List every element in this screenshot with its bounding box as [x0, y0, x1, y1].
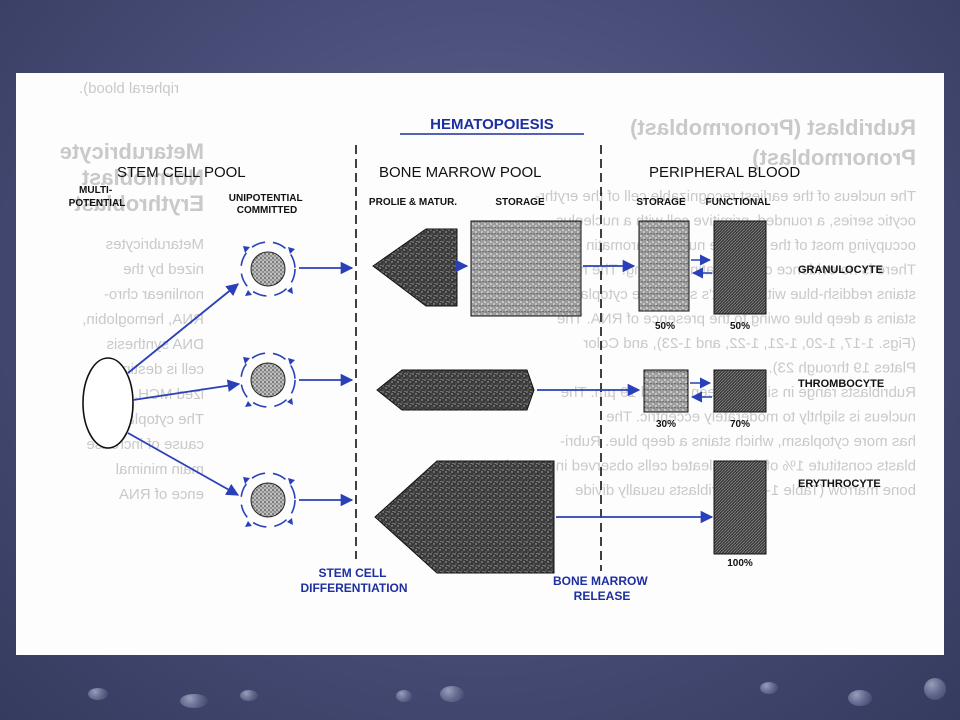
blood-functional-thrombocyte	[713, 369, 767, 413]
background-bubble	[240, 690, 258, 701]
cell-nucleus	[250, 362, 286, 398]
arrow-stem-to-thrombocyte-line	[132, 379, 241, 401]
background-bubble	[180, 694, 208, 708]
pct-granulocyte-storage: 50%	[655, 321, 675, 332]
multipotential-stem-cell	[82, 357, 134, 449]
background-bubble	[440, 686, 464, 702]
label-stem-diff-line2: DIFFERENTIATION	[300, 581, 407, 595]
label-stem-cell-differentiation: STEM CELL DIFFERENTIATION	[300, 566, 407, 595]
self-renewal-ring	[240, 352, 296, 408]
label-multipotential: MULTI- POTENTIAL	[69, 185, 126, 209]
slide-image: ripheral blood).Rubriblast (Pronormoblas…	[16, 73, 944, 655]
unipotential-cell-erythrocyte	[240, 472, 296, 528]
self-renewal-ring	[240, 472, 296, 528]
background-bubble	[924, 678, 946, 700]
label-multipotential-line2: POTENTIAL	[69, 198, 126, 209]
heading-peripheral-blood: PERIPHERAL BLOOD	[649, 164, 800, 181]
label-marrow-release-line2: RELEASE	[574, 589, 631, 603]
pct-erythrocyte-functional: 100%	[727, 558, 753, 569]
blood-functional-erythrocyte	[713, 460, 767, 555]
label-marrow-storage: STORAGE	[495, 197, 545, 208]
label-unipotential: UNIPOTENTIAL COMMITTED	[229, 193, 306, 216]
marrow-prolif-erythrocyte	[374, 460, 555, 574]
background-bubble	[396, 690, 412, 702]
unipotential-cell-thrombocyte	[240, 352, 296, 408]
marrow-prolif-granulocyte	[372, 228, 458, 307]
label-prolif-matur: PROLIE & MATUR.	[369, 197, 457, 208]
cell-nucleus	[250, 482, 286, 518]
cell-nucleus	[250, 251, 286, 287]
pct-granulocyte-functional: 50%	[730, 321, 750, 332]
background-bubble	[88, 688, 108, 700]
blood-functional-granulocyte	[713, 220, 767, 315]
label-multipotential-line1: MULTI-	[79, 185, 112, 196]
arrow-stem-to-granulocyte-line	[127, 283, 239, 374]
arrow-stem-to-erythrocyte-line	[127, 432, 240, 496]
pct-thrombocyte-storage: 30%	[656, 419, 676, 430]
unipotential-cell-granulocyte	[240, 241, 296, 297]
label-unipotential-line1: UNIPOTENTIAL	[229, 193, 303, 204]
blood-storage-granulocyte	[638, 220, 690, 312]
background-bubble	[848, 690, 872, 706]
hematopoiesis-diagram: HEMATOPOIESIS STEM CELL POOL BONE MARROW…	[69, 116, 885, 603]
cell-line-erythrocyte: ERYTHROCYTE	[798, 478, 881, 490]
label-stem-diff-line1: STEM CELL	[318, 566, 386, 580]
pct-thrombocyte-functional: 70%	[730, 419, 750, 430]
cell-line-granulocyte: GRANULOCYTE	[798, 264, 883, 276]
heading-bone-marrow-pool: BONE MARROW POOL	[379, 164, 542, 181]
marrow-storage-granulocyte	[470, 220, 582, 317]
heading-stem-cell-pool: STEM CELL POOL	[117, 164, 246, 181]
label-unipotential-line2: COMMITTED	[237, 205, 298, 216]
self-renewal-ring	[240, 241, 296, 297]
marrow-prolif-thrombocyte	[376, 369, 535, 411]
cell-line-thrombocyte: THROMBOCYTE	[798, 378, 884, 390]
label-blood-storage: STORAGE	[636, 197, 686, 208]
diagram-title: HEMATOPOIESIS	[430, 116, 554, 133]
self-renewal-arrowheads	[243, 246, 295, 527]
label-bone-marrow-release: BONE MARROW RELEASE	[553, 574, 651, 603]
background-bubble	[760, 682, 778, 694]
label-blood-functional: FUNCTIONAL	[706, 197, 771, 208]
blood-storage-thrombocyte	[643, 369, 689, 413]
label-marrow-release-line1: BONE MARROW	[553, 574, 648, 588]
